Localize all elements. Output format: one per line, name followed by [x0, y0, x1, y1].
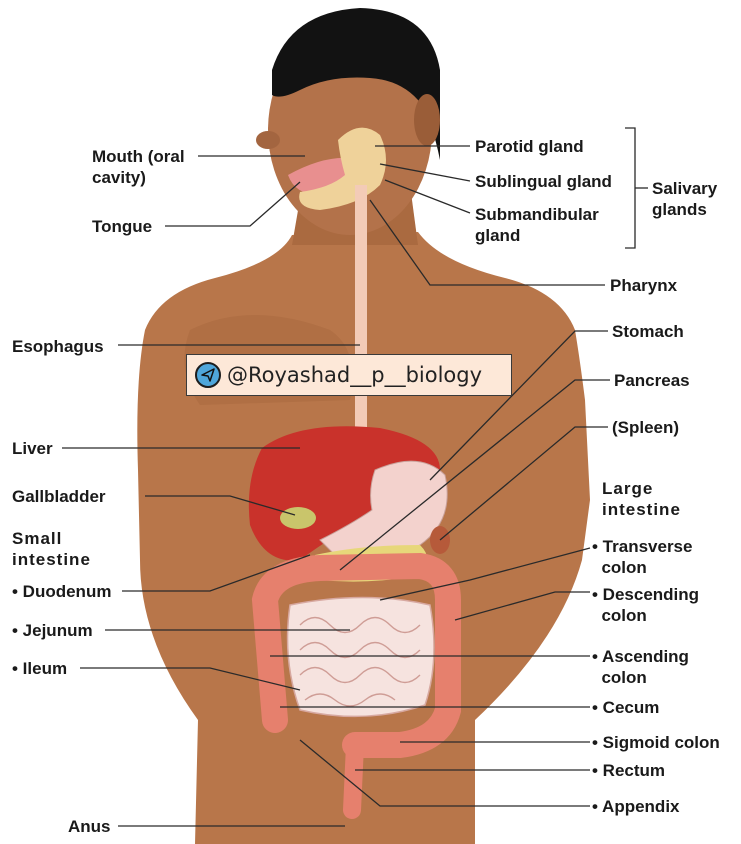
label-rectum: • Rectum [592, 760, 665, 781]
label-transverse-colon: • Transverse colon [592, 536, 692, 578]
label-gallbladder: Gallbladder [12, 486, 106, 507]
label-descending-colon: • Descending colon [592, 584, 699, 626]
telegram-icon [195, 362, 221, 388]
rectum [352, 745, 355, 810]
watermark-banner[interactable]: @Royashad__p__biology [186, 354, 512, 396]
label-small-intestine: Small intestine [12, 528, 91, 570]
small-intestine [288, 598, 434, 717]
label-parotid-gland: Parotid gland [475, 136, 584, 157]
label-jejunum: • Jejunum [12, 620, 93, 641]
nose [256, 131, 280, 149]
label-appendix: • Appendix [592, 796, 680, 817]
label-tongue: Tongue [92, 216, 152, 237]
label-liver: Liver [12, 438, 53, 459]
label-pharynx: Pharynx [610, 275, 677, 296]
label-large-intestine: Large intestine [602, 478, 681, 520]
label-sublingual-gland: Sublingual gland [475, 171, 612, 192]
label-sigmoid-colon: • Sigmoid colon [592, 732, 720, 753]
ear [414, 94, 440, 146]
label-stomach: Stomach [612, 321, 684, 342]
gallbladder [280, 507, 316, 529]
label-esophagus: Esophagus [12, 336, 104, 357]
label-duodenum: • Duodenum [12, 581, 111, 602]
watermark-text: @Royashad__p__biology [227, 363, 482, 387]
esophagus-tube [355, 185, 367, 440]
label-spleen: (Spleen) [612, 417, 679, 438]
label-salivary-glands: Salivary glands [652, 178, 717, 220]
label-mouth: Mouth (oral cavity) [92, 146, 185, 188]
label-pancreas: Pancreas [614, 370, 690, 391]
label-ascending-colon: • Ascending colon [592, 646, 689, 688]
label-ileum: • Ileum [12, 658, 67, 679]
label-submandibular-gland: Submandibular gland [475, 204, 599, 246]
label-cecum: • Cecum [592, 697, 659, 718]
salivary-bracket [625, 128, 635, 248]
label-anus: Anus [68, 816, 111, 837]
